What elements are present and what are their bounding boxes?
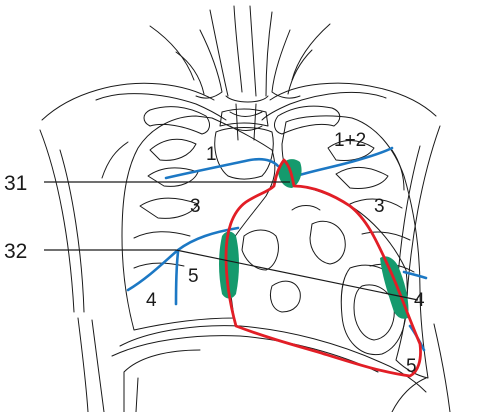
- callout-label-32: 32: [4, 240, 27, 263]
- callout-label-31: 31: [4, 172, 27, 195]
- segment-label-right-5: 5: [188, 266, 199, 287]
- segment-label-left-1-2: 1+2: [334, 130, 366, 151]
- diaphragm-and-abdomen: [78, 318, 450, 412]
- segment-label-left-5: 5: [406, 356, 417, 377]
- segment-label-right-4: 4: [146, 290, 157, 311]
- segment-label-left-3: 3: [374, 196, 385, 217]
- right-lung: [122, 116, 275, 330]
- segment-label-right-3: 3: [190, 196, 201, 217]
- left-lung: [282, 116, 428, 378]
- sternum: [215, 109, 274, 179]
- segment-label-right-1: 1: [206, 144, 217, 165]
- segment-label-left-4: 4: [414, 290, 425, 311]
- neck-structures: [150, 6, 330, 140]
